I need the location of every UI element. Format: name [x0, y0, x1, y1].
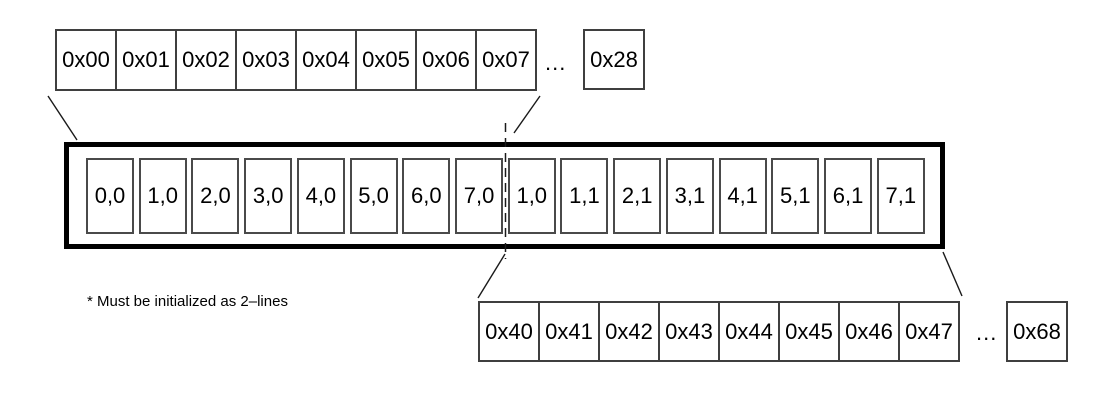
ddram-address-cell: 0x45 — [778, 301, 840, 362]
line1-address-row: 0x00 0x01 0x02 0x03 0x04 0x05 0x06 0x07 — [55, 29, 537, 91]
connector-line-bottom-right — [942, 251, 963, 297]
connector-line-bottom-left — [477, 253, 506, 299]
ellipsis: ... — [976, 320, 998, 345]
display-position-cell: 3,1 — [665, 157, 714, 234]
ddram-address-cell: 0x47 — [898, 301, 960, 362]
display-position-cell: 1,1 — [560, 157, 609, 234]
ddram-address-cell: 0x43 — [658, 301, 720, 362]
display-position-cell: 0,0 — [86, 157, 134, 234]
ddram-address-cell: 0x41 — [538, 301, 600, 362]
ddram-address-cell: 0x28 — [583, 29, 645, 90]
display-position-cell: 5,1 — [771, 157, 820, 234]
ddram-address-cell: 0x05 — [355, 29, 417, 91]
display-position-cell: 7,1 — [876, 157, 925, 234]
ddram-address-cell: 0x40 — [478, 301, 540, 362]
display-position-cell: 1,0 — [507, 157, 556, 234]
display-position-cell: 3,0 — [244, 157, 293, 234]
display-position-cell: 5,0 — [349, 157, 398, 234]
ddram-address-cell: 0x07 — [475, 29, 537, 91]
ddram-address-cell: 0x46 — [838, 301, 900, 362]
note-text: * Must be initialized as 2–lines — [87, 293, 288, 310]
display-ram-box: 0,0 1,0 2,0 3,0 4,0 5,0 6,0 7,0 1,0 1,1 … — [64, 142, 945, 249]
display-position-cell: 6,1 — [824, 157, 873, 234]
connector-line-top-left — [47, 95, 78, 141]
ddram-address-cell: 0x06 — [415, 29, 477, 91]
ddram-address-cell: 0x04 — [295, 29, 357, 91]
ddram-address-cell: 0x03 — [235, 29, 297, 91]
display-position-cell: 6,0 — [402, 157, 451, 234]
display-position-cell: 1,0 — [138, 157, 187, 234]
display-position-cell: 2,0 — [191, 157, 240, 234]
ddram-address-cell: 0x68 — [1006, 301, 1068, 362]
ddram-address-cell: 0x42 — [598, 301, 660, 362]
ddram-address-cell: 0x01 — [115, 29, 177, 91]
ellipsis: ... — [545, 50, 567, 75]
line2-address-row: 0x40 0x41 0x42 0x43 0x44 0x45 0x46 0x47 — [478, 301, 960, 362]
display-position-cell: 2,1 — [613, 157, 662, 234]
ddram-address-cell: 0x44 — [718, 301, 780, 362]
display-position-cell: 4,1 — [718, 157, 767, 234]
display-position-cell: 4,0 — [296, 157, 345, 234]
ddram-address-cell: 0x02 — [175, 29, 237, 91]
display-position-cell: 7,0 — [455, 157, 504, 234]
connector-line-top-right — [513, 95, 541, 134]
ddram-address-cell: 0x00 — [55, 29, 117, 91]
